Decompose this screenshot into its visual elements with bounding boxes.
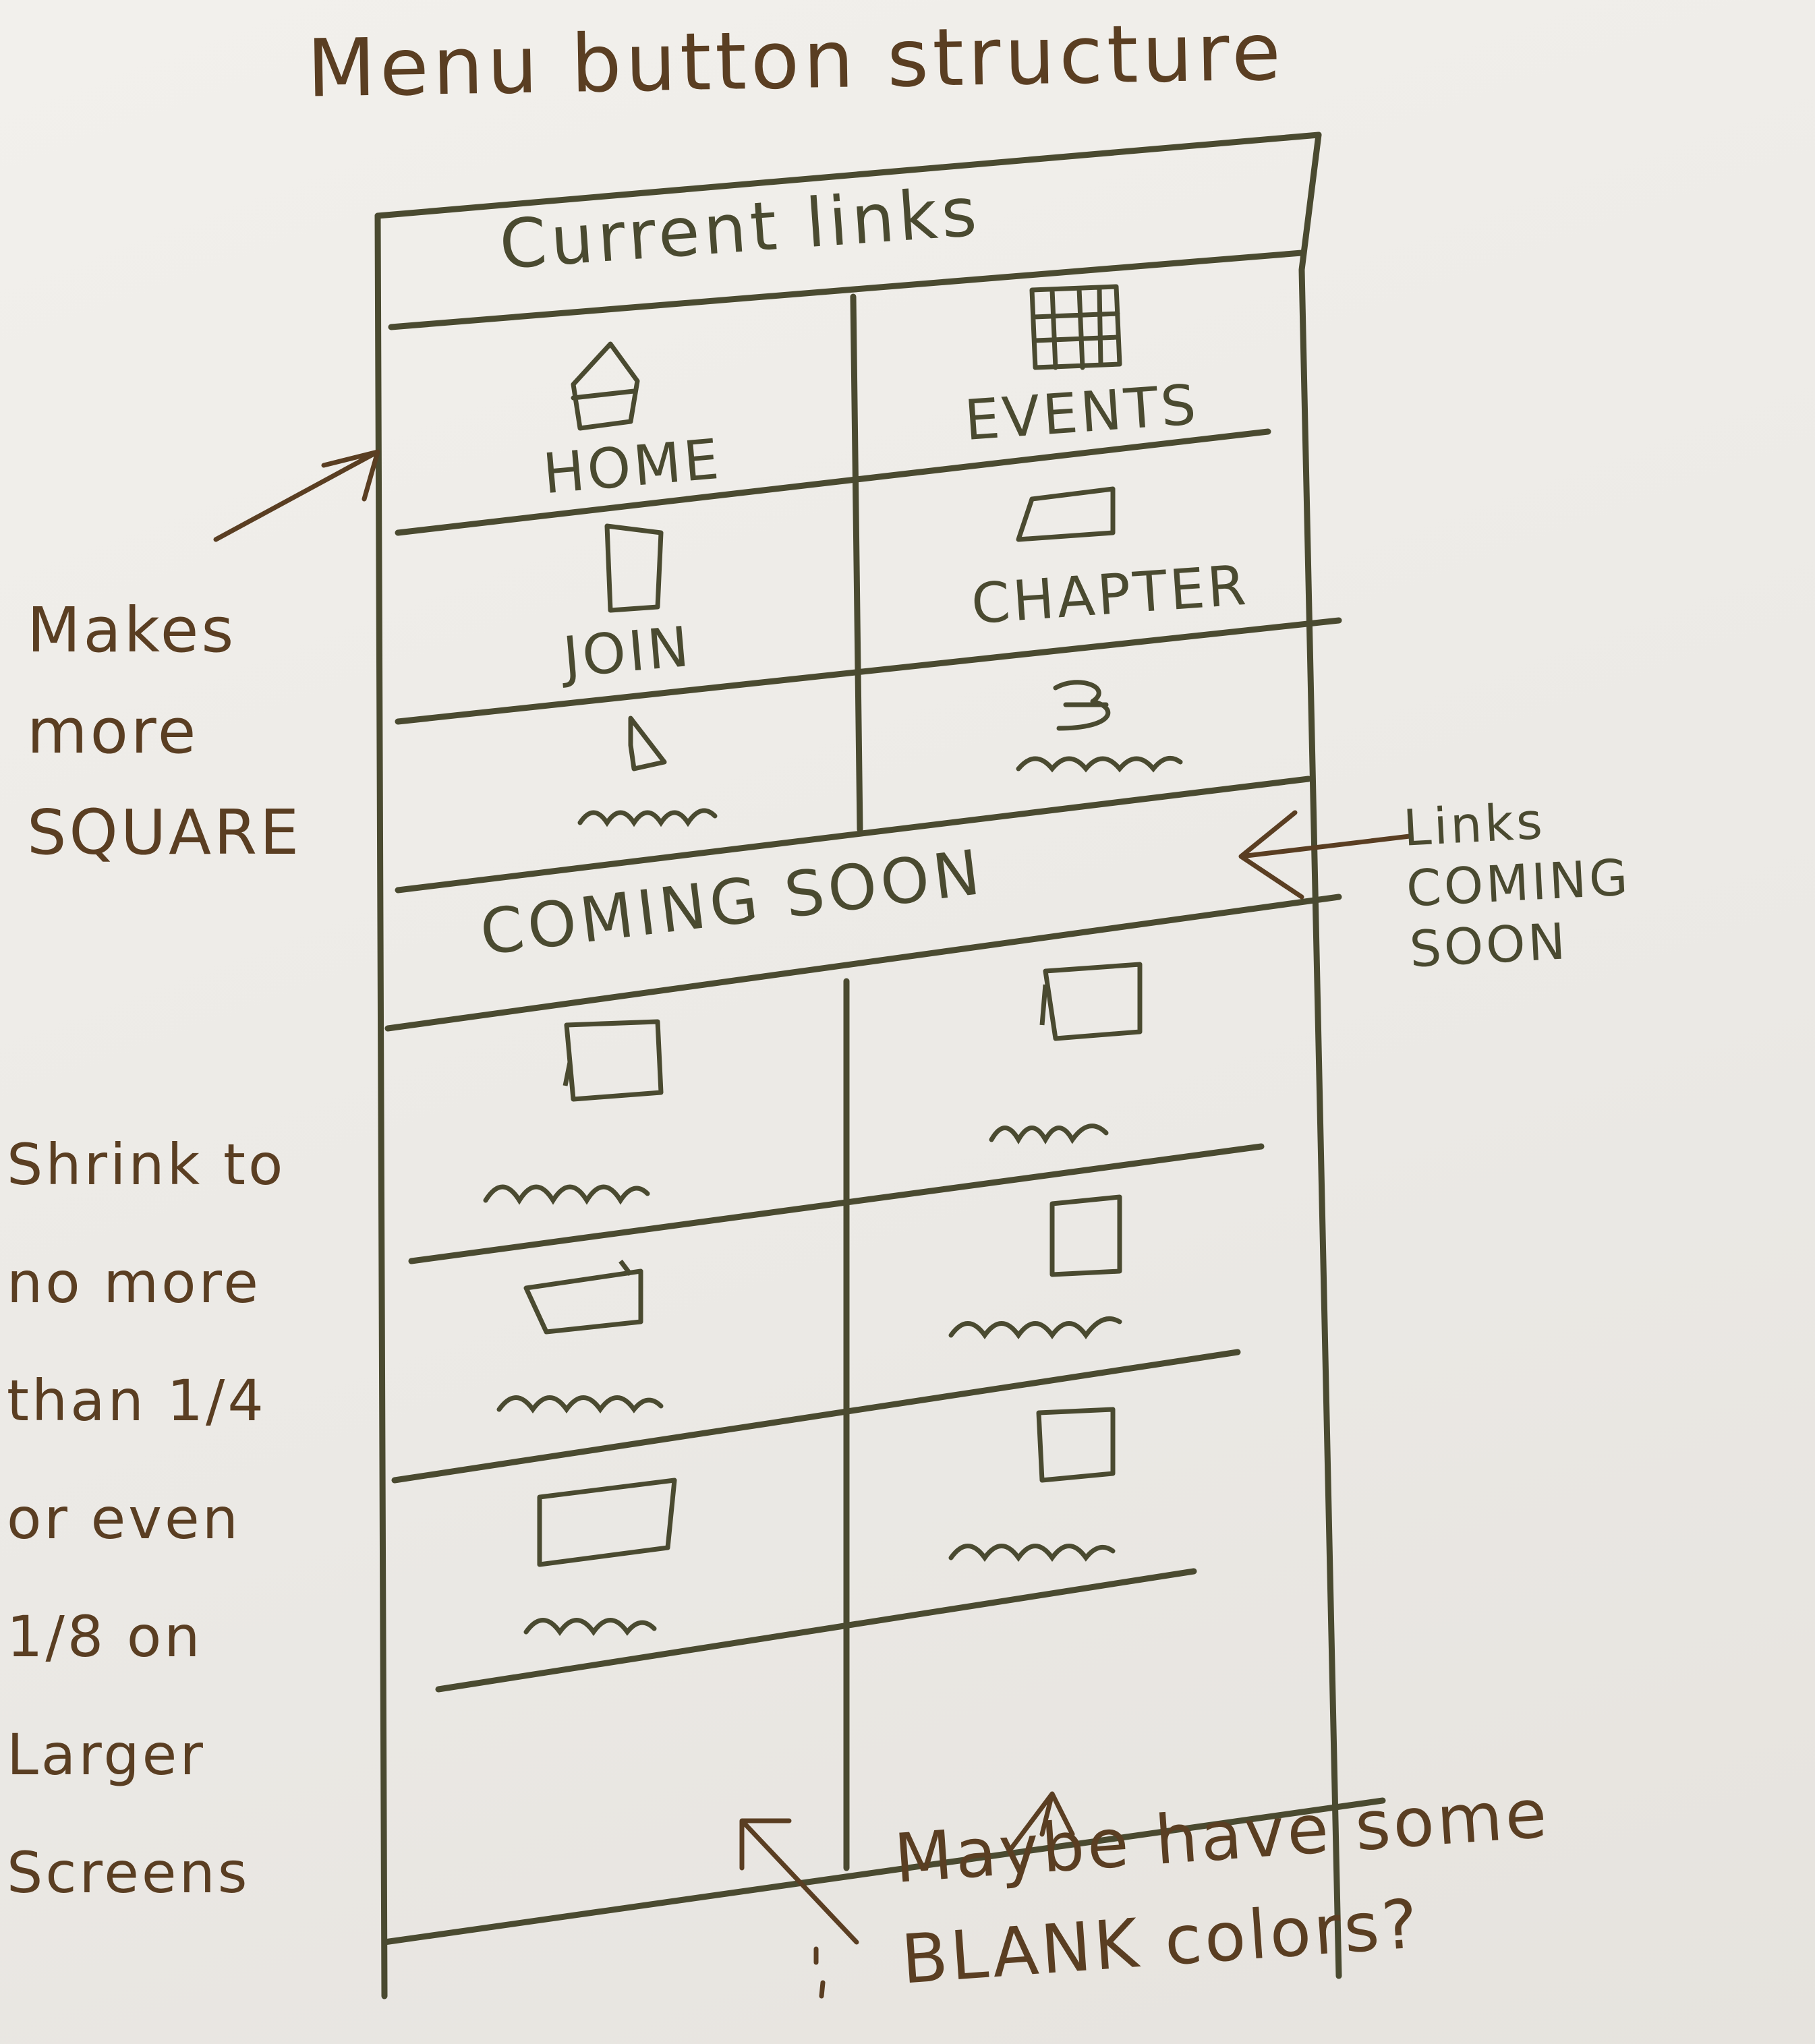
box-icon-coming-6 [1036, 1407, 1116, 1483]
wavy-label-coming-3 [496, 1395, 664, 1414]
box-icon-coming-5 [537, 1478, 677, 1567]
house-icon [571, 341, 640, 431]
arrow-coming-soon-icon [1238, 810, 1412, 900]
box-icon [1016, 486, 1116, 542]
frame-bottom-line [381, 1797, 1386, 1946]
wavy-label-coming-2 [989, 1123, 1109, 1145]
page-title: Menu button structure [306, 5, 1286, 115]
triangle-icon [628, 716, 667, 771]
frame-left-line [374, 212, 388, 1999]
header-divider-line [388, 250, 1305, 330]
coming-row-line-3 [435, 1568, 1197, 1693]
annotation-coming-soon: Links COMING SOON [1402, 792, 1632, 979]
box-icon-coming-4 [1049, 1194, 1122, 1277]
coming-row-line-1 [408, 1143, 1265, 1264]
coming-row-line-2 [391, 1349, 1241, 1484]
menu-item-join[interactable]: JOIN [560, 614, 695, 691]
annotation-shrink: Shrink to no more than 1/4 or even 1/8 o… [7, 1132, 286, 1906]
scribble-icon [1053, 680, 1111, 731]
box-icon-coming-3 [523, 1259, 643, 1335]
wavy-label-current-6 [1016, 755, 1183, 773]
current-row-line-2 [395, 617, 1342, 725]
current-center-line [850, 293, 863, 833]
arrow-bottom-right-icon [1009, 1791, 1075, 1850]
bracket-mark-icon [813, 1946, 826, 1999]
frame-right-line [1298, 132, 1342, 1979]
box-icon-coming-1 [563, 1019, 664, 1102]
current-row-line-3 [395, 776, 1312, 894]
wavy-label-coming-5 [523, 1618, 657, 1637]
wavy-label-coming-6 [948, 1544, 1116, 1563]
annotation-square: Makes more SQUARE [27, 594, 302, 869]
wavy-label-coming-4 [948, 1316, 1122, 1340]
wavy-label-current-5 [577, 808, 718, 827]
current-row-line-1 [395, 428, 1271, 536]
coming-soon-divider-line [384, 894, 1342, 1032]
document-icon [604, 523, 664, 613]
box-icon-coming-2 [1039, 962, 1143, 1041]
frame-top-line [374, 132, 1322, 219]
wavy-label-coming-1 [483, 1184, 650, 1205]
arrow-bottom-left-icon [739, 1818, 859, 1945]
arrow-to-frame-icon [213, 449, 380, 542]
calendar-icon [1029, 284, 1122, 370]
